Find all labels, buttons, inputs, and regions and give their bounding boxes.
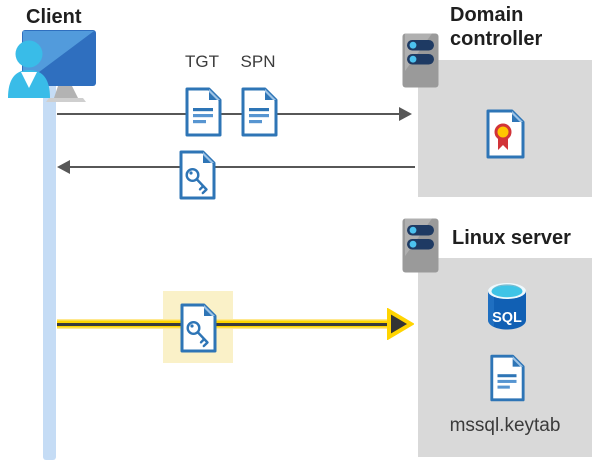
- spn-document-icon: [239, 87, 279, 137]
- domain-controller-label: Domain controller: [450, 4, 543, 50]
- user-icon: [8, 40, 50, 98]
- linux-server-icon: [402, 218, 439, 273]
- request-arrow-head: [399, 107, 412, 121]
- auth-arrow-core-line: [57, 323, 390, 326]
- client-label: Client: [26, 6, 82, 28]
- certificate-document-icon: [484, 109, 526, 159]
- response-arrow-line: [68, 166, 415, 168]
- client-computer-icon: [8, 30, 96, 102]
- linux-server-label: Linux server: [452, 227, 571, 249]
- client-lifeline: [43, 80, 56, 460]
- sql-icon-text: SQL: [492, 310, 522, 326]
- tgt-label: TGT: [185, 52, 219, 71]
- service-key-document-icon: [178, 303, 218, 353]
- response-arrow-head: [57, 160, 70, 174]
- tgt-document-icon: [183, 87, 223, 137]
- keytab-document-icon: [488, 354, 526, 402]
- keytab-filename-label: mssql.keytab: [449, 415, 561, 436]
- spn-label: SPN: [240, 52, 276, 71]
- request-arrow-line: [57, 113, 400, 115]
- sql-database-icon: SQL: [488, 283, 526, 330]
- domain-controller-server-icon: [402, 33, 439, 88]
- ticket-key-document-icon: [177, 150, 217, 200]
- auth-arrow-head: [387, 308, 414, 340]
